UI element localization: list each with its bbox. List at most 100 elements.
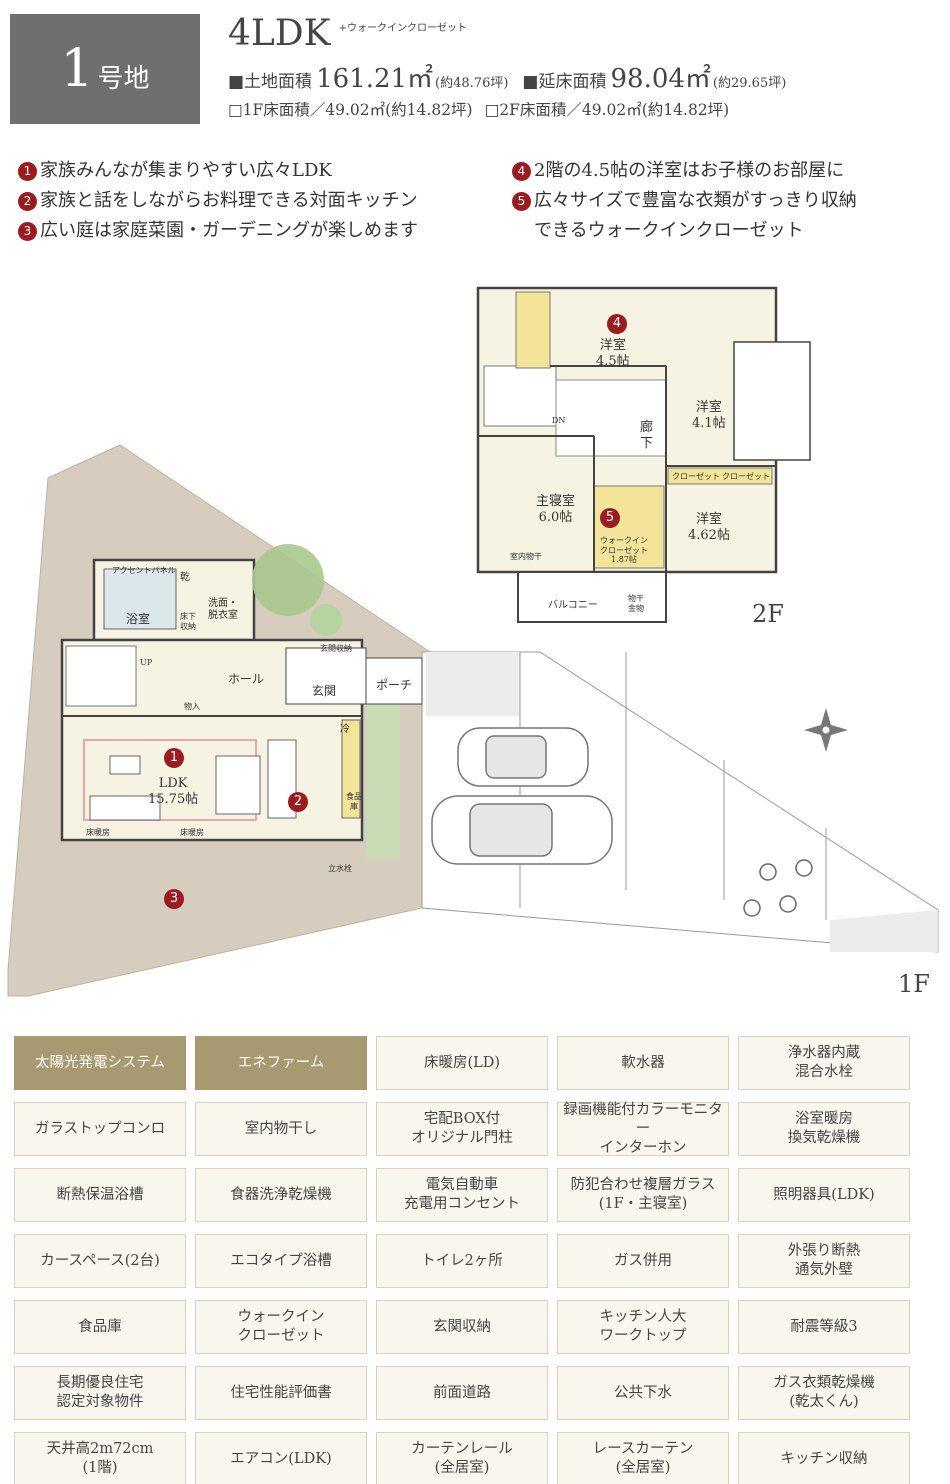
floor-area-tsubo: (約29.65坪) (712, 76, 787, 91)
lot-number-badge: 1 号地 (10, 14, 200, 124)
entrance-block (285, 647, 367, 705)
balcony-label: バルコニー (548, 600, 598, 611)
equipment-item: キッチン収納 (738, 1432, 910, 1484)
equipment-item: ガス衣類乾燥機 (乾太くん) (738, 1366, 910, 1420)
floor1-label: 1F (898, 970, 930, 998)
feature-number: 2 (18, 191, 37, 211)
floor1-area: □1F床面積／49.02㎡(約14.82坪) (228, 101, 473, 119)
equipment-grid: 太陽光発電システム エネファーム 床暖房(LD) 軟水器 浄水器内蔵 混合水栓 … (14, 1036, 938, 1484)
room-western-462: 洋室 4.62帖 (688, 512, 730, 543)
floor2-label: 2F (752, 600, 784, 628)
garden-tree (252, 544, 324, 616)
feature-text: 広々サイズで豊富な衣類がすっきり収納 (534, 190, 857, 211)
pantry-shelf (341, 719, 361, 819)
floor-heating-label: 床暖房 (180, 828, 204, 837)
feature-marker-2: 2 (288, 792, 308, 812)
equipment-item: 浴室暖房 換気乾燥機 (738, 1102, 910, 1156)
feature-marker-1: 1 (164, 748, 184, 768)
equipment-item: 耐震等級3 (738, 1300, 910, 1354)
closet-label: クローゼット (672, 472, 720, 481)
lawn (366, 700, 400, 858)
equipment-item: ガス併用 (557, 1234, 729, 1288)
feature-marker-3: 3 (164, 889, 184, 909)
corridor-label: 廊 下 (640, 420, 654, 451)
entrance-storage: 玄関収納 (320, 644, 352, 653)
equipment-item: 食器洗浄乾燥機 (195, 1168, 367, 1222)
floor-plan-drawing (7, 286, 939, 997)
floor-area-detail: □1F床面積／49.02㎡(約14.82坪) □2F床面積／49.02㎡(約14… (228, 98, 729, 120)
equipment-item: 食品庫 (14, 1300, 186, 1354)
floor-plan: 4 洋室 4.5帖 洋室 4.1帖 洋室 4.62帖 主寝室 6.0帖 廊 下 … (0, 280, 950, 1000)
bathtub (103, 568, 177, 630)
sofa (89, 795, 161, 821)
driveway-gravel (426, 652, 520, 716)
car-2 (431, 795, 613, 865)
room-western-45: 洋室 4.5帖 (596, 338, 630, 369)
bathroom: 浴室 (126, 612, 151, 626)
master-bedroom: 主寝室 6.0帖 (536, 494, 576, 525)
equipment-item: 録画機能付カラーモニター インターホン (557, 1102, 729, 1156)
plan-type: 4LDK (228, 13, 331, 54)
floor2-area: □2F床面積／49.02㎡(約14.82坪) (484, 101, 730, 119)
floor2-corridor (555, 379, 667, 457)
equipment-item: エネファーム (195, 1036, 367, 1090)
land-area-value: 161.21㎡ (316, 64, 434, 94)
equipment-item: 太陽光発電システム (14, 1036, 186, 1090)
closet-strip (515, 291, 551, 369)
driveway-gravel (830, 910, 938, 952)
equipment-item: レースカーテン (全居室) (557, 1432, 729, 1484)
equipment-item: 軟水器 (557, 1036, 729, 1090)
indoor-drying-label: 室内物干 (510, 552, 542, 561)
balcony (517, 571, 667, 623)
porch-label: ポーチ (376, 678, 413, 692)
coffee-table (109, 755, 141, 775)
equipment-item: 防犯合わせ複層ガラス (1F・主寝室) (557, 1168, 729, 1222)
room-western-41: 洋室 4.1帖 (692, 400, 726, 431)
closet-label: クローゼット (722, 472, 770, 481)
storage-label: 物入 (184, 702, 200, 711)
equipment-item: 前面道路 (376, 1366, 548, 1420)
equipment-item: 宅配BOX付 オリジナル門柱 (376, 1102, 548, 1156)
equipment-item: 照明器具(LDK) (738, 1168, 910, 1222)
floor-heating-label: 床暖房 (86, 828, 110, 837)
equipment-item: 天井高2m72cm (1階) (14, 1432, 186, 1484)
lot-number: 1 (60, 39, 94, 99)
area-summary: ■土地面積 161.21㎡ (約48.76坪) ■延床面積 98.04㎡ (約2… (228, 58, 786, 95)
dryer-label: 乾 (180, 572, 190, 583)
equipment-item: 床暖房(LD) (376, 1036, 548, 1090)
equipment-item: 住宅性能評価書 (195, 1366, 367, 1420)
washroom: 洗面・ 脱衣室 (208, 598, 238, 621)
feature-marker-4: 4 (607, 314, 627, 334)
equipment-item: カースペース(2台) (14, 1234, 186, 1288)
feature-text: 広い庭は家庭菜園・ガーデニングが楽しめます (40, 220, 418, 241)
feature-text: 家族と話をしながらお料理できる対面キッチン (40, 190, 418, 211)
equipment-item: 室内物干し (195, 1102, 367, 1156)
equipment-item: 電気自動車 充電用コンセント (376, 1168, 548, 1222)
pantry-label: 食品 庫 (346, 792, 362, 811)
closet-strip (667, 467, 773, 485)
entrance: 玄関 (312, 684, 337, 698)
accent-panel-label: アクセントパネル (112, 566, 176, 575)
dining-table (215, 755, 261, 815)
land-area-tsubo: (約48.76坪) (435, 76, 509, 91)
equipment-item: エアコン(LDK) (195, 1432, 367, 1484)
fridge-label: 冷 (340, 724, 350, 735)
equipment-item: キッチン人大 ワークトップ (557, 1300, 729, 1354)
floor-area-value: 98.04㎡ (610, 64, 711, 94)
walk-in-closet: ウォークイン クローゼット 1.87帖 (600, 536, 648, 565)
equipment-item: 公共下水 (557, 1366, 729, 1420)
porch (365, 657, 423, 705)
equipment-item: カーテンレール (全居室) (376, 1432, 548, 1484)
lot-suffix: 号地 (97, 63, 150, 94)
floor-area-label: ■延床面積 (522, 72, 607, 92)
staircase-1f (65, 645, 137, 707)
feature-text: 家族みんなが集まりやすい広々LDK (40, 160, 332, 181)
feature-number: 3 (18, 221, 37, 241)
